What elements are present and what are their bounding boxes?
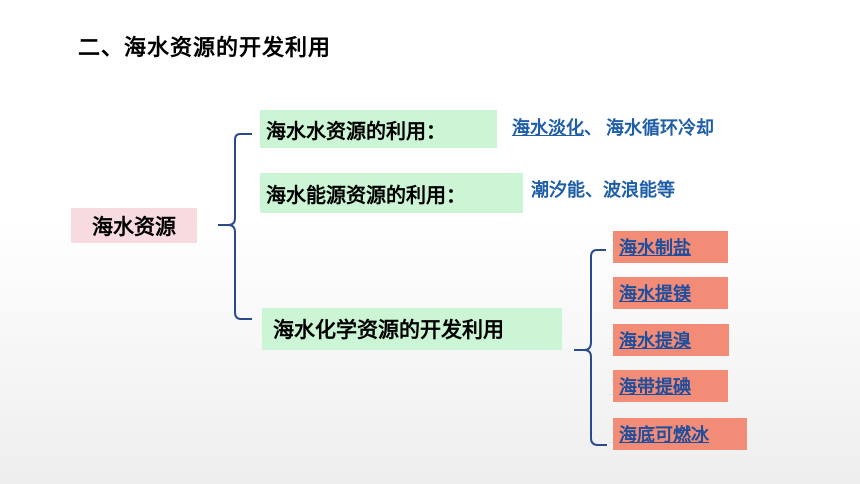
item-magnesium-extraction-link[interactable]: 海水提镁: [613, 277, 728, 309]
item-salt-production-link[interactable]: 海水制盐: [613, 231, 728, 263]
detail-separator: 、: [584, 118, 602, 139]
root-node-seawater-resources: 海水资源: [71, 208, 197, 243]
main-brace: [218, 133, 252, 320]
branch-energy-resource: 海水能源资源的利用：: [260, 173, 523, 213]
desalination-link[interactable]: 海水淡化: [512, 118, 584, 139]
item-combustible-ice-link[interactable]: 海底可燃冰: [613, 418, 747, 450]
circulation-cooling-text: 海水循环冷却: [606, 118, 714, 139]
slide-title: 二、海水资源的开发利用: [78, 36, 332, 61]
water-resource-detail: 海水淡化、海水循环冷却: [512, 114, 714, 140]
chemical-brace: [574, 249, 607, 446]
energy-resource-detail: 潮汐能、波浪能等: [531, 180, 675, 201]
item-bromine-extraction-link[interactable]: 海水提溴: [613, 324, 729, 356]
item-iodine-extraction-link[interactable]: 海带提碘: [613, 370, 728, 402]
branch-chemical-resource: 海水化学资源的开发利用: [262, 308, 562, 350]
branch-water-resource: 海水水资源的利用：: [260, 110, 497, 148]
